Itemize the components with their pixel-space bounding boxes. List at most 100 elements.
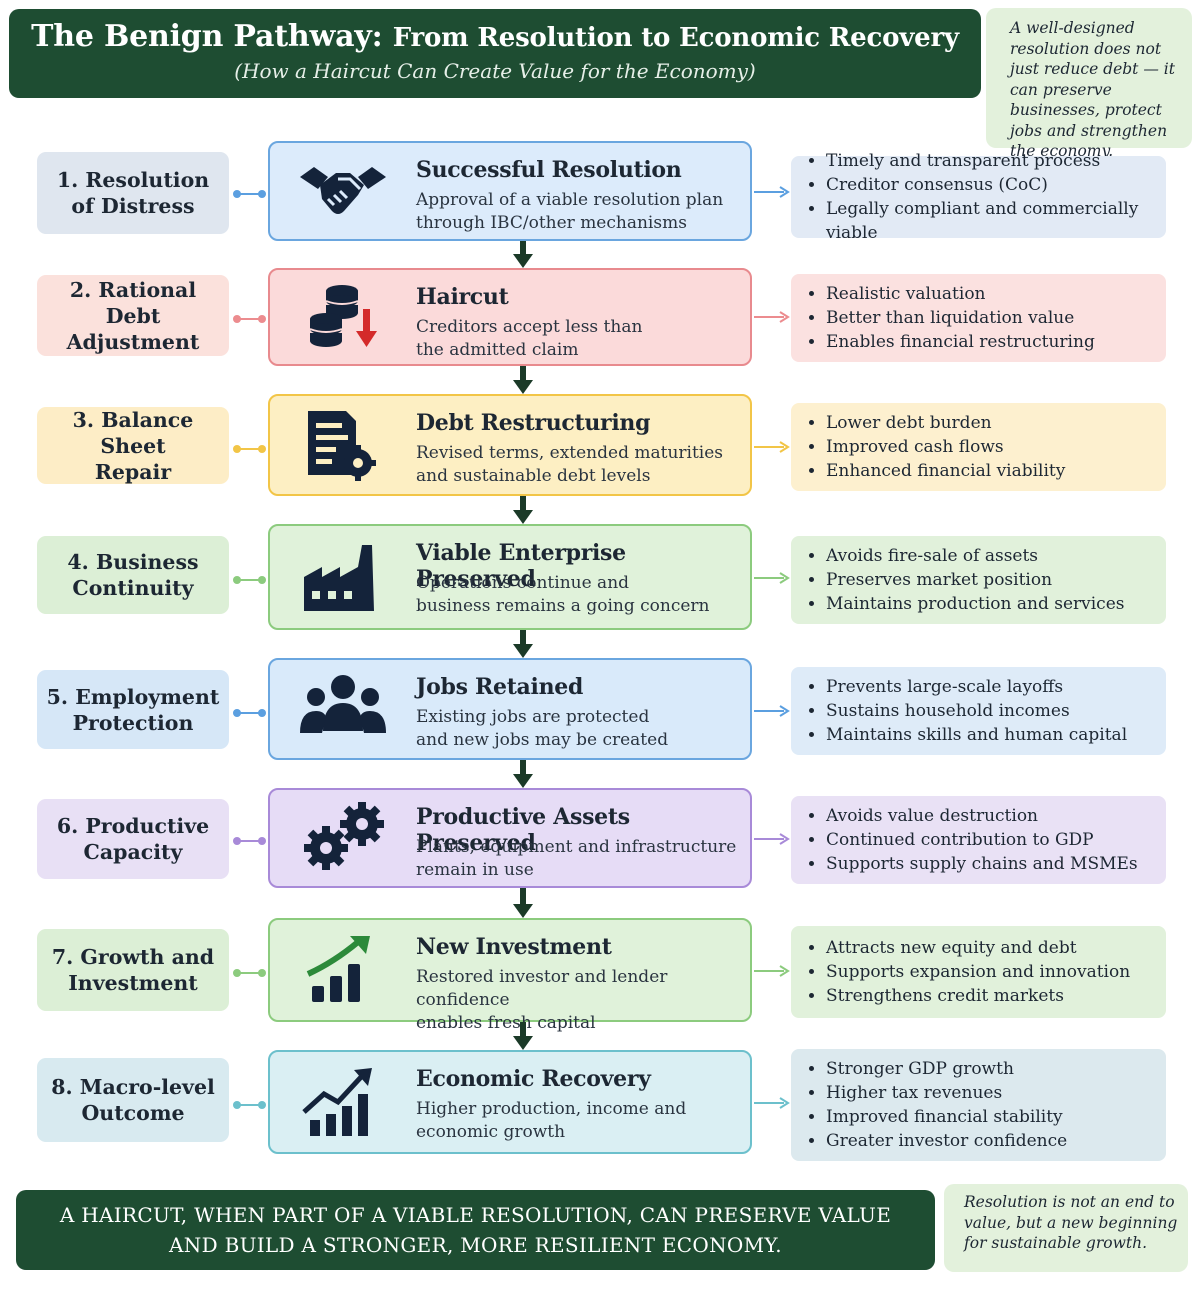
handshake-icon [298,155,388,227]
stage-benefits-6: Avoids value destructionContinued contri… [791,796,1166,884]
stage-label-line: 7. Growth and [51,945,215,969]
stage-box-5: Jobs Retained Existing jobs are protecte… [268,658,752,760]
benefit-item: Enhanced financial viability [826,459,1065,483]
factory-icon [298,541,388,613]
left-connector [229,1096,268,1109]
down-arrow [510,241,536,268]
stage-label-line: Repair [94,459,172,484]
right-arrow [752,703,791,717]
benefit-item: Better than liquidation value [826,306,1095,330]
down-arrow [510,888,536,918]
stage-description-line: Approval of a viable resolution plan [416,190,724,210]
stage-box-7: New Investment Restored investor and len… [268,918,752,1033]
footer-line-1: A HAIRCUT, WHEN PART OF A VIABLE RESOLUT… [59,1203,892,1227]
stage-benefits-1: Timely and transparent processCreditor c… [791,151,1166,243]
benefit-item: Improved cash flows [826,435,1065,459]
stage-label-line: 8. Macro-level [51,1075,215,1099]
stage-benefits-2: Realistic valuationBetter than liquidati… [791,274,1166,362]
left-connector [229,185,268,198]
stage-description-line: and sustainable debt levels [416,466,651,486]
benefit-item: Prevents large-scale layoffs [826,675,1127,699]
stage-box-3: Debt Restructuring Revised terms, extend… [268,394,752,496]
people-icon [298,673,388,745]
benefit-item: Strengthens credit markets [826,984,1130,1008]
stage-description-line: and new jobs may be created [416,730,669,750]
right-arrow [752,570,791,584]
benefit-item: Realistic valuation [826,282,1095,306]
header-banner: The Benign Pathway: From Resolution to E… [9,9,981,98]
right-arrow [752,184,791,198]
benefit-item: Continued contribution to GDP [826,828,1138,852]
stage-label-line: 6. Productive [56,814,210,838]
stage-label-line: 4. Business [67,550,199,574]
footer-banner: A HAIRCUT, WHEN PART OF A VIABLE RESOLUT… [16,1190,935,1270]
stage-benefits-3: Lower debt burdenImproved cash flowsEnha… [791,403,1166,491]
stage-title: Productive Assets Preserved [416,804,630,856]
benefit-item: Supports expansion and innovation [826,960,1130,984]
stage-benefits-4: Avoids fire-sale of assetsPreserves mark… [791,536,1166,624]
left-connector [229,964,268,977]
benefit-item: Enables financial restructuring [826,330,1095,354]
stage-label-line: 5. Employment [46,684,220,709]
stage-description-line: Revised terms, extended maturities [416,443,724,463]
stage-label-line: Protection [72,710,194,735]
right-arrow [752,1095,791,1109]
stage-benefits-5: Prevents large-scale layoffsSustains hou… [791,667,1166,755]
benefit-item: Supports supply chains and MSMEs [826,852,1138,876]
benefit-item: Maintains skills and human capital [826,723,1127,747]
economy-chart-icon [298,1066,388,1138]
stage-description-line: Plants, equipment and infrastructure [416,837,737,857]
stage-title: Viable Enterprise Preserved [416,540,626,592]
bottom-note: Resolution is not an end to value, but a… [944,1184,1188,1272]
benefit-item: Avoids value destruction [826,804,1138,828]
coins-down-icon [298,281,388,353]
stage-description-line: remain in use [416,860,534,880]
down-arrow [510,366,536,394]
growth-chart-icon [298,934,388,1006]
benefit-item: Lower debt burden [826,411,1065,435]
stage-label-line: 2. Rational [69,277,197,302]
benefit-item: Timely and transparent process [826,149,1166,173]
benefit-item: Maintains production and services [826,592,1125,616]
left-connector [229,571,268,584]
stage-description-line: business remains a going concern [416,596,710,616]
page-title: The Benign Pathway: From Resolution to E… [9,19,981,54]
right-arrow [752,831,791,845]
stage-title: Economic Recovery [416,1066,651,1092]
left-connector [229,440,268,453]
left-connector [229,704,268,717]
benefit-item: Higher tax revenues [826,1081,1067,1105]
benefit-item: Creditor consensus (CoC) [826,173,1166,197]
stage-label-line: 3. Balance Sheet [72,407,194,458]
left-connector [229,310,268,323]
stage-title: Jobs Retained [416,674,584,700]
stage-label-line: 1. Resolution [56,168,210,192]
right-arrow [752,963,791,977]
footer-line-2: AND BUILD A STRONGER, MORE RESILIENT ECO… [169,1233,782,1257]
stage-title: Haircut [416,284,509,310]
stage-box-6: Productive Assets Preserved Plants, equi… [268,788,752,888]
down-arrow [510,760,536,788]
stage-description-line: Higher production, income and [416,1099,687,1119]
top-note: A well-designed resolution does not just… [986,8,1192,160]
page-subtitle: (How a Haircut Can Create Value for the … [234,59,756,83]
benefit-item: Improved financial stability [826,1105,1067,1129]
stage-label-line: Debt Adjustment [66,303,200,354]
stage-label-line: of Distress [71,194,195,218]
stage-benefits-7: Attracts new equity and debtSupports exp… [791,926,1166,1018]
stage-box-8: Economic Recovery Higher production, inc… [268,1050,752,1154]
title-rest: From Resolution to Economic Recovery [392,23,959,53]
stage-title: Successful Resolution [416,157,682,183]
stage-label-line: Capacity [83,840,183,864]
stage-box-4: Viable Enterprise Preserved Operations c… [268,524,752,630]
stage-title: Debt Restructuring [416,410,651,436]
